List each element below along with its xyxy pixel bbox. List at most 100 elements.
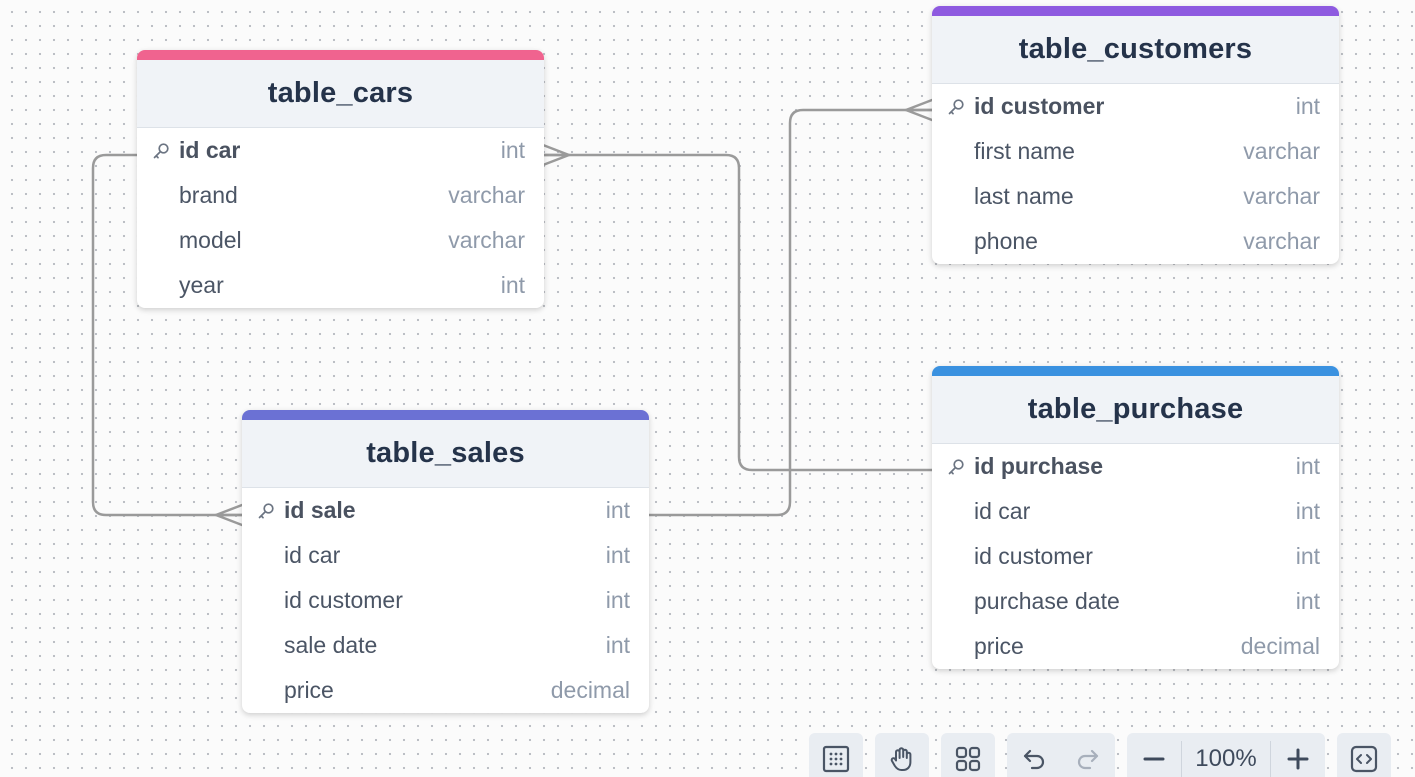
field-type: decimal [1240,633,1320,659]
view-code-button[interactable] [1337,733,1391,777]
key-slot [946,534,974,579]
toolbar-group-pan [875,733,929,777]
key-slot [256,578,284,623]
toolbar-group-history [1007,733,1115,777]
table-card-customers[interactable]: table_customers id customer int first name… [932,6,1339,264]
primary-key-field-row[interactable]: id sale int [242,488,649,533]
crowfoot-sales-end [214,503,244,527]
field-name: id customer [974,543,1093,569]
undo-button[interactable] [1007,733,1061,777]
key-icon [153,142,169,158]
zoom-in-icon [1287,748,1309,770]
field-row[interactable]: id car int [242,533,649,578]
field-name: sale date [284,632,378,658]
table-accent-bar [932,6,1339,16]
key-slot [256,488,284,533]
field-row[interactable]: brand varchar [137,173,544,218]
key-slot [946,489,974,534]
field-name: purchase date [974,588,1120,614]
hand-icon [890,747,912,771]
key-slot [946,579,974,624]
field-name: id car [284,542,341,568]
grid-toggle-button[interactable] [809,733,863,777]
key-slot [256,668,284,713]
field-type: int [605,497,630,523]
field-type: int [605,632,630,658]
toolbar-divider [1181,741,1182,777]
undo-icon [1023,749,1045,770]
key-icon [948,98,964,114]
field-type: int [1295,498,1320,524]
field-type: varchar [1243,183,1320,209]
field-name: id car [179,137,241,163]
relationship-line-sales-customers [647,108,934,517]
key-slot [151,128,179,173]
field-type: varchar [448,227,525,253]
key-slot [256,533,284,578]
table-title: table_customers [932,16,1339,84]
grid-icon [822,745,850,773]
field-type: decimal [550,677,630,703]
crowfoot-cars-end [541,143,571,167]
key-slot [946,174,974,219]
zoom-out-button[interactable] [1127,733,1181,777]
key-icon [948,458,964,474]
field-row[interactable]: model varchar [137,218,544,263]
key-slot [946,624,974,669]
field-row[interactable]: last name varchar [932,174,1339,219]
key-slot [151,263,179,308]
toolbar-group-zoom: 100% [1127,733,1325,777]
field-row[interactable]: sale date int [242,623,649,668]
primary-key-field-row[interactable]: id customer int [932,84,1339,129]
arrange-tables-button[interactable] [941,733,995,777]
table-title: table_purchase [932,376,1339,444]
field-type: varchar [448,182,525,208]
field-name: last name [974,183,1074,209]
table-title: table_cars [137,60,544,128]
key-slot [946,129,974,174]
field-name: model [179,227,242,253]
tables-icon [955,746,981,772]
pan-mode-button[interactable] [875,733,929,777]
field-type: int [1295,93,1320,119]
field-type: int [605,587,630,613]
relationship-line-cars-sales [91,153,244,517]
field-row[interactable]: id customer int [932,534,1339,579]
field-row[interactable]: first name varchar [932,129,1339,174]
field-type: int [605,542,630,568]
key-icon [258,502,274,518]
zoom-level-label: 100% [1195,745,1257,772]
field-name: id sale [284,497,356,523]
field-type: varchar [1243,138,1320,164]
field-name: brand [179,182,238,208]
zoom-level[interactable]: 100% [1182,733,1270,777]
field-name: id customer [974,93,1105,119]
field-name: first name [974,138,1075,164]
redo-icon [1077,749,1099,770]
field-type: int [1295,543,1320,569]
zoom-in-button[interactable] [1271,733,1325,777]
table-accent-bar [932,366,1339,376]
redo-button[interactable] [1061,733,1115,777]
field-name: phone [974,228,1038,254]
field-name: id purchase [974,453,1104,479]
crowfoot-customers-end [904,98,934,122]
key-slot [946,444,974,489]
